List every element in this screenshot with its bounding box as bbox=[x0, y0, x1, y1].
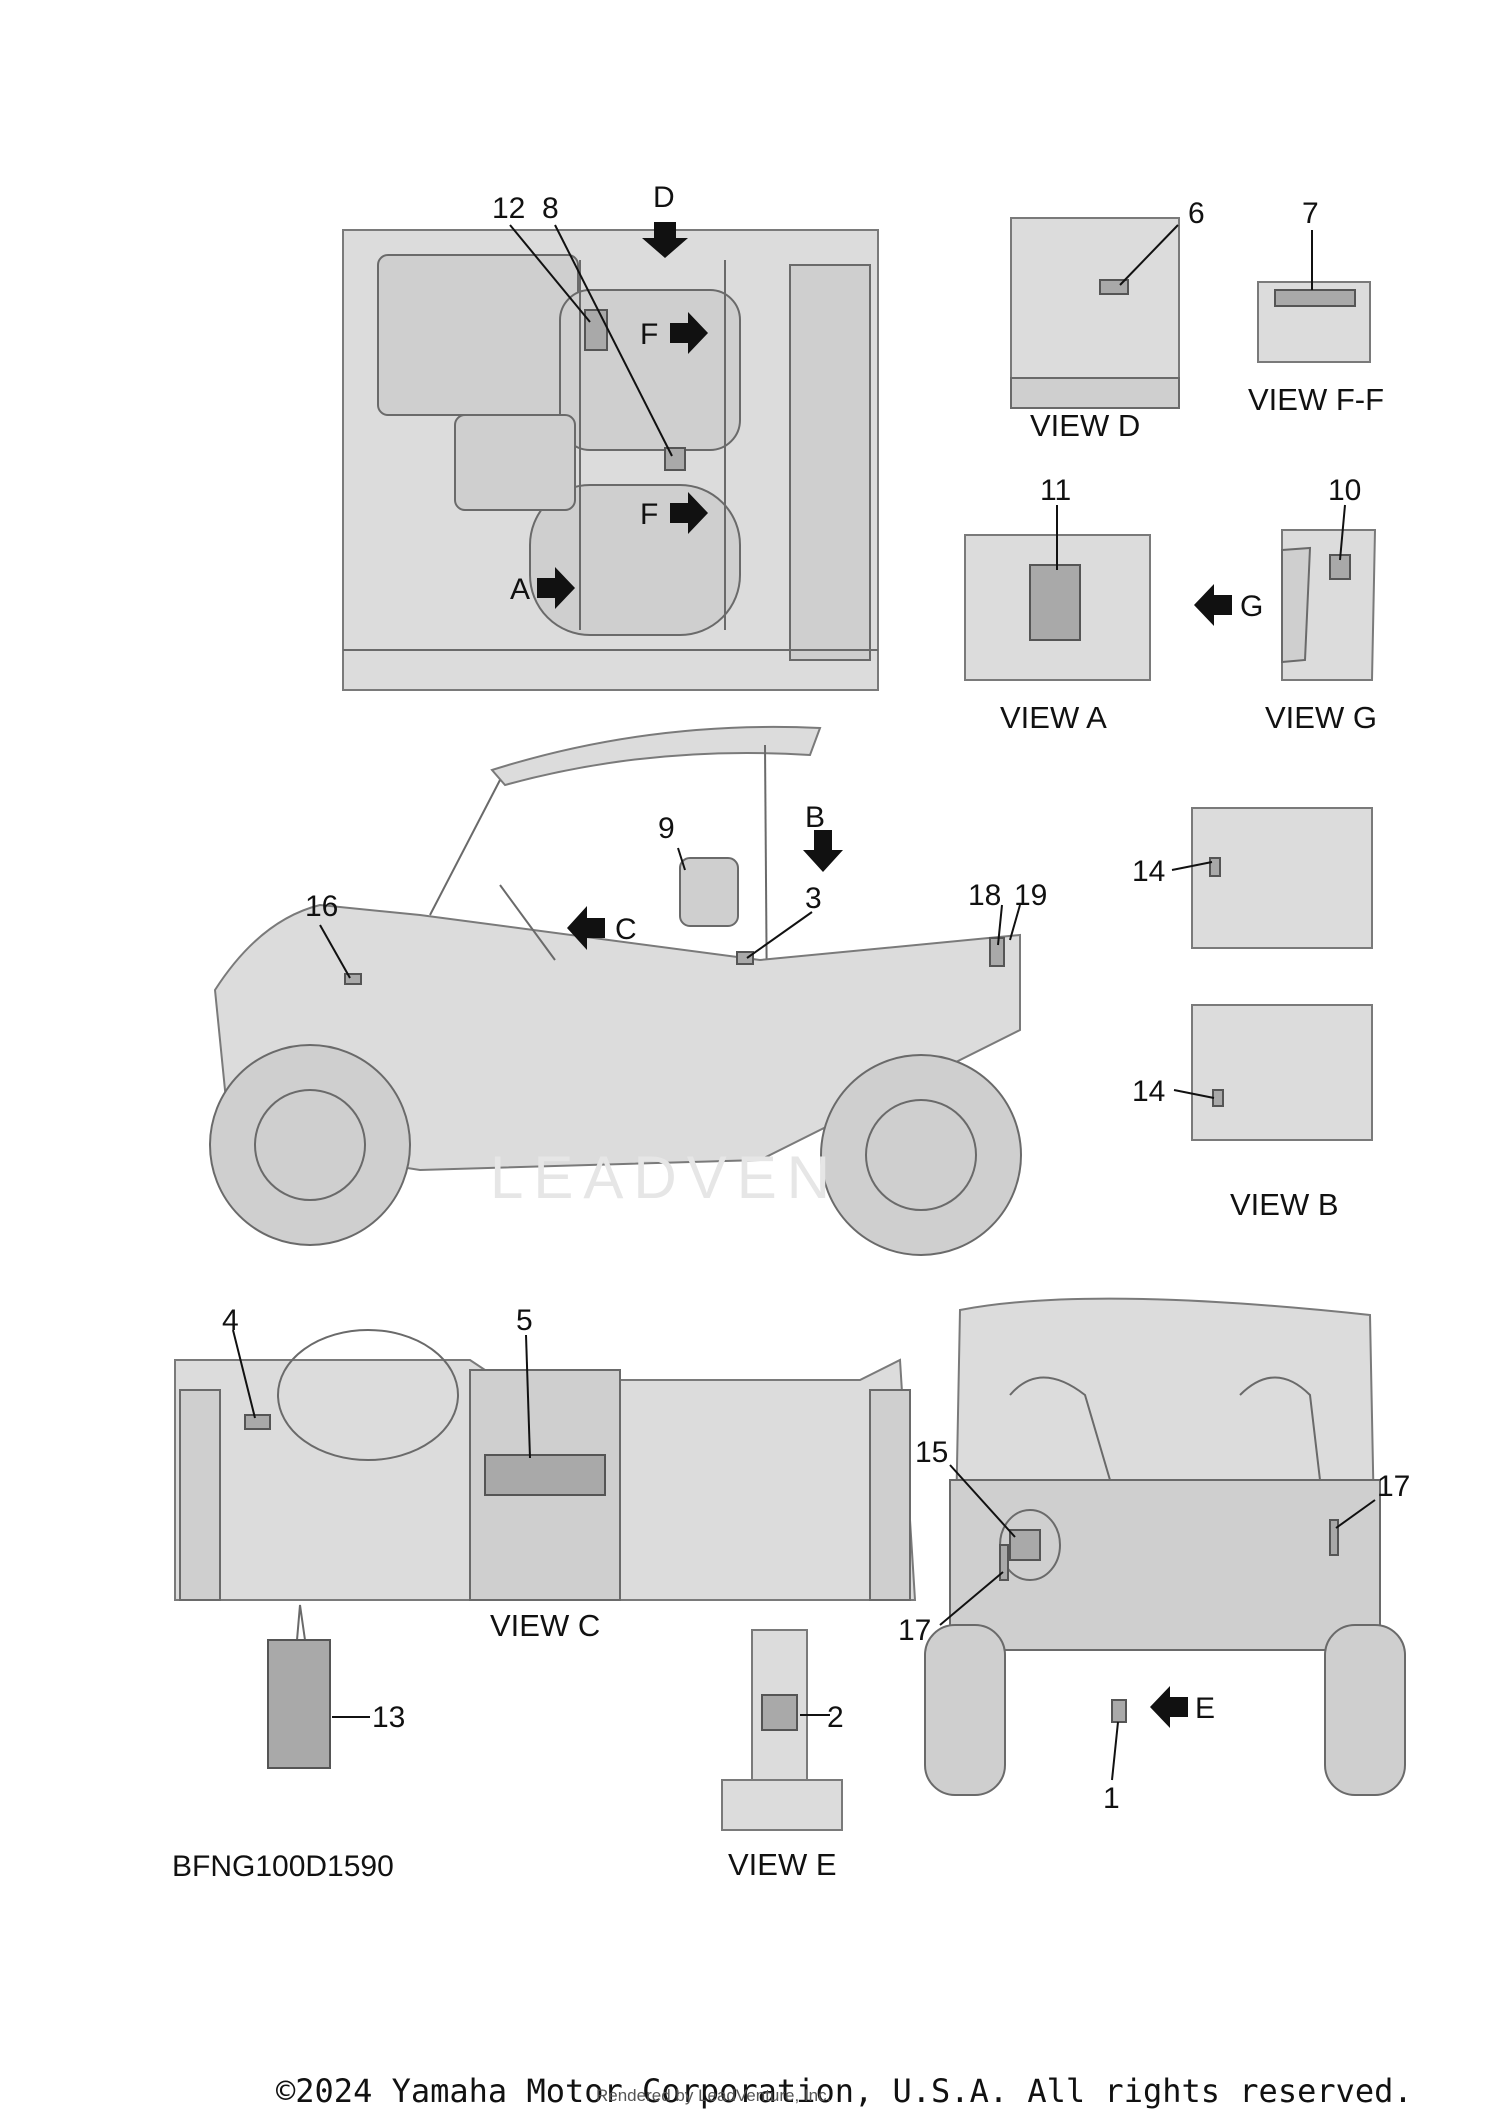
callout-2: 2 bbox=[827, 1701, 844, 1734]
view-g-illustration bbox=[1281, 529, 1377, 681]
callout-19: 19 bbox=[1014, 879, 1047, 912]
view-d-title: VIEW D bbox=[1030, 408, 1140, 443]
view-b-illustration bbox=[1191, 807, 1373, 1141]
view-markers: D F F A G C B E bbox=[510, 181, 1263, 1725]
marker-d: D bbox=[653, 181, 675, 214]
view-e-illustration bbox=[721, 1629, 843, 1831]
marker-g: G bbox=[1240, 590, 1263, 623]
callout-18: 18 bbox=[968, 879, 1001, 912]
callout-8: 8 bbox=[542, 192, 559, 225]
arrow-c bbox=[567, 906, 605, 950]
marker-f-upper: F bbox=[640, 318, 658, 351]
callout-7: 7 bbox=[1302, 197, 1319, 230]
callout-14-upper: 14 bbox=[1132, 855, 1165, 888]
marker-f-lower: F bbox=[640, 498, 658, 531]
view-e-title: VIEW E bbox=[728, 1847, 837, 1882]
rear-view-illustration bbox=[924, 1297, 1406, 1796]
view-g-title: VIEW G bbox=[1265, 700, 1377, 735]
item-13-tag bbox=[267, 1604, 331, 1769]
copyright-notice: ©2024 Yamaha Motor Corporation, U.S.A. A… bbox=[276, 2072, 1413, 2110]
callout-6: 6 bbox=[1188, 197, 1205, 230]
side-view-illustration bbox=[209, 725, 1022, 1256]
view-ff-title: VIEW F-F bbox=[1248, 382, 1384, 417]
callout-12: 12 bbox=[492, 192, 525, 225]
callout-4: 4 bbox=[222, 1304, 239, 1337]
arrow-a bbox=[537, 567, 575, 609]
callout-5: 5 bbox=[516, 1304, 533, 1337]
callout-10: 10 bbox=[1328, 474, 1361, 507]
view-arrows bbox=[537, 222, 1232, 1728]
callout-11: 11 bbox=[1040, 474, 1071, 507]
view-c-illustration bbox=[174, 1329, 917, 1601]
view-a-title: VIEW A bbox=[1000, 700, 1107, 735]
leader-lines bbox=[232, 224, 1376, 1781]
top-view-illustration bbox=[342, 229, 879, 691]
rendered-by-text: Rendered by LeadVenture, Inc. bbox=[596, 2086, 832, 2105]
view-d-illustration bbox=[1010, 217, 1180, 409]
watermark-text: LEADVEN bbox=[490, 1144, 840, 1211]
marker-c: C bbox=[615, 913, 637, 946]
callout-1: 1 bbox=[1103, 1782, 1120, 1815]
marker-b: B bbox=[805, 801, 825, 834]
view-titles: VIEW D VIEW F-F VIEW A VIEW G VIEW B VIE… bbox=[172, 382, 1384, 1883]
view-b-title: VIEW B bbox=[1230, 1187, 1339, 1222]
arrow-f-lower bbox=[670, 492, 708, 534]
view-ff-illustration bbox=[1257, 281, 1371, 363]
view-c-title: VIEW C bbox=[490, 1608, 600, 1643]
arrow-d bbox=[642, 222, 688, 258]
arrow-b bbox=[803, 830, 843, 872]
part-code: BFNG100D1590 bbox=[172, 1850, 394, 1883]
callout-15: 15 bbox=[915, 1436, 948, 1469]
callout-13: 13 bbox=[372, 1701, 405, 1734]
callout-3: 3 bbox=[805, 882, 822, 915]
callout-9: 9 bbox=[658, 812, 675, 845]
arrow-e bbox=[1150, 1686, 1188, 1728]
callout-17-right: 17 bbox=[1377, 1470, 1410, 1503]
callout-17-left: 17 bbox=[898, 1614, 931, 1647]
marker-a: A bbox=[510, 573, 530, 606]
callout-16: 16 bbox=[305, 890, 338, 923]
arrow-g bbox=[1194, 584, 1232, 626]
arrow-f-upper bbox=[670, 312, 708, 354]
marker-e: E bbox=[1195, 1692, 1215, 1725]
callout-14-lower: 14 bbox=[1132, 1075, 1165, 1108]
callout-numbers: 12 8 6 7 11 10 9 3 18 19 16 14 14 4 5 15… bbox=[222, 192, 1410, 1815]
